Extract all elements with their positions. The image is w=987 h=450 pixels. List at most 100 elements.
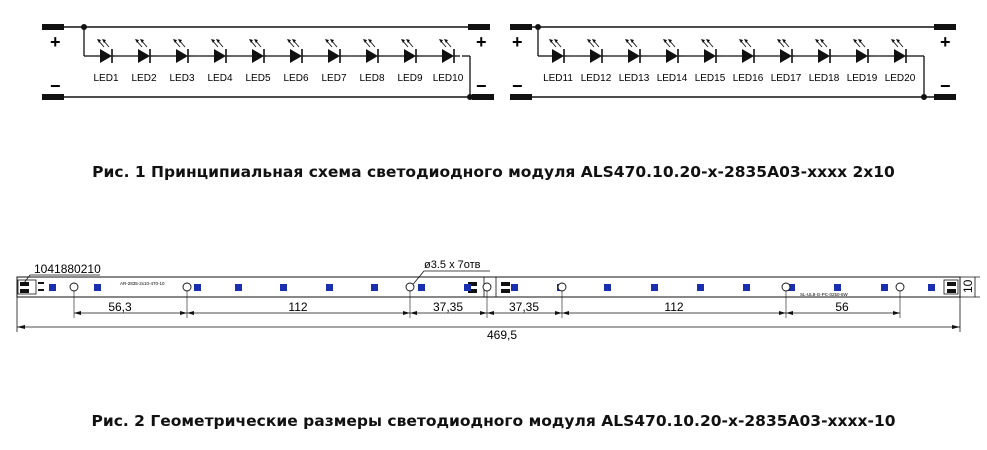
connector-pad bbox=[468, 24, 490, 30]
mounting-hole bbox=[405, 282, 415, 292]
led-pad bbox=[464, 284, 471, 291]
led-label: LED10 bbox=[433, 73, 464, 84]
led-label: LED2 bbox=[131, 73, 156, 84]
minus-label-mid2: − bbox=[512, 76, 523, 96]
led-chain: LED1 LED2 LED3 LED4 LED5 LED6 LED7 LED8 LED9 LED1… bbox=[93, 39, 916, 84]
led-label: LED8 bbox=[359, 73, 384, 84]
minus-label-left: − bbox=[50, 76, 61, 96]
led-label: LED3 bbox=[169, 73, 194, 84]
led-diode: LED20 bbox=[885, 39, 916, 84]
led-label: LED9 bbox=[397, 73, 422, 84]
led-pad bbox=[834, 284, 841, 291]
connector-pad bbox=[42, 94, 64, 100]
led-label: LED4 bbox=[207, 73, 232, 84]
led-label: LED15 bbox=[695, 73, 726, 84]
dim-37-35-right: 37,35 bbox=[509, 300, 539, 314]
dim-height: 10 bbox=[961, 279, 975, 293]
led-diode: LED5 bbox=[245, 39, 290, 84]
mounting-holes bbox=[69, 282, 905, 318]
led-diode: LED2 bbox=[131, 39, 176, 84]
led-label: LED17 bbox=[771, 73, 802, 84]
connector-right bbox=[943, 279, 959, 295]
connector-pad bbox=[472, 94, 494, 100]
plus-label-mid: + bbox=[476, 32, 487, 52]
led-diode: LED8 bbox=[359, 39, 404, 84]
junction-dot bbox=[467, 94, 473, 100]
connector-pad bbox=[510, 94, 532, 100]
led-label: LED5 bbox=[245, 73, 270, 84]
led-diode: LED7 bbox=[321, 39, 366, 84]
hole-callout: ø3.5 x 7отв bbox=[424, 259, 481, 271]
led-pad bbox=[371, 284, 378, 291]
led-diode: LED6 bbox=[283, 39, 328, 84]
pcb-silkscreen-left: AR-2835-2x10-470-10 bbox=[120, 281, 165, 286]
led-label: LED14 bbox=[657, 73, 688, 84]
led-pad bbox=[418, 284, 425, 291]
part-number: 1041880210 bbox=[34, 262, 101, 276]
led-label: LED19 bbox=[847, 73, 878, 84]
led-diode: LED4 bbox=[207, 39, 252, 84]
led-pads bbox=[49, 284, 935, 291]
led-pad bbox=[511, 284, 518, 291]
connector-left bbox=[17, 279, 37, 295]
led-pad bbox=[928, 284, 935, 291]
led-pad bbox=[235, 284, 242, 291]
connector-pad bbox=[934, 24, 956, 30]
plus-label-mid2: + bbox=[512, 32, 523, 52]
led-diode: LED11 bbox=[543, 39, 590, 84]
dim-112-right: 112 bbox=[664, 300, 683, 314]
led-diode: LED18 bbox=[809, 39, 856, 84]
connector-pad bbox=[934, 94, 956, 100]
led-pad bbox=[651, 284, 658, 291]
led-label: LED13 bbox=[619, 73, 650, 84]
led-pad bbox=[743, 284, 750, 291]
mounting-hole bbox=[482, 282, 492, 292]
led-label: LED20 bbox=[885, 73, 916, 84]
mounting-hole bbox=[69, 282, 79, 292]
led-diode: LED1 bbox=[93, 39, 138, 84]
led-pad bbox=[788, 284, 795, 291]
led-pad bbox=[280, 284, 287, 291]
led-pad bbox=[194, 284, 201, 291]
dim-112-left: 112 bbox=[288, 300, 307, 314]
led-diode: LED16 bbox=[733, 39, 780, 84]
led-diode: LED13 bbox=[619, 39, 666, 84]
led-diode: LED10 bbox=[433, 39, 464, 84]
mounting-hole bbox=[895, 282, 905, 292]
led-diode: LED17 bbox=[771, 39, 818, 84]
led-diode: LED19 bbox=[847, 39, 894, 84]
led-pad bbox=[94, 284, 101, 291]
junction-dot bbox=[921, 94, 927, 100]
led-pad bbox=[326, 284, 333, 291]
minus-label-right: − bbox=[940, 76, 951, 96]
led-diode: LED15 bbox=[695, 39, 742, 84]
mounting-hole bbox=[182, 282, 192, 292]
dimension-drawing: 1041880210 AR-2835-2x10-470-10 SL-UL8-G-… bbox=[16, 259, 980, 342]
dim-overall: 469,5 bbox=[487, 328, 517, 342]
mounting-hole bbox=[557, 282, 567, 292]
plus-label-left: + bbox=[50, 32, 61, 52]
led-diode: LED14 bbox=[657, 39, 704, 84]
led-diode: LED12 bbox=[581, 39, 628, 84]
led-pad bbox=[49, 284, 56, 291]
led-label: LED1 bbox=[93, 73, 118, 84]
pcb-silkscreen-right: SL-UL8-G-PC-0250-6W bbox=[800, 292, 849, 297]
led-label: LED7 bbox=[321, 73, 346, 84]
led-pad bbox=[881, 284, 888, 291]
led-label: LED11 bbox=[543, 73, 573, 84]
led-label: LED12 bbox=[581, 73, 612, 84]
led-label: LED16 bbox=[733, 73, 764, 84]
dim-56: 56 bbox=[835, 300, 849, 314]
dim-56-3: 56,3 bbox=[108, 300, 132, 314]
connector-pad bbox=[510, 24, 532, 30]
figure-2-caption: Рис. 2 Геометрические размеры светодиодн… bbox=[91, 412, 896, 430]
led-label: LED18 bbox=[809, 73, 840, 84]
figure-1-caption: Рис. 1 Принципиальная схема светодиодног… bbox=[92, 163, 895, 181]
led-diode: LED9 bbox=[397, 39, 442, 84]
led-label: LED6 bbox=[283, 73, 308, 84]
led-pad bbox=[697, 284, 704, 291]
led-pad bbox=[604, 284, 611, 291]
minus-label-mid: − bbox=[476, 76, 487, 96]
